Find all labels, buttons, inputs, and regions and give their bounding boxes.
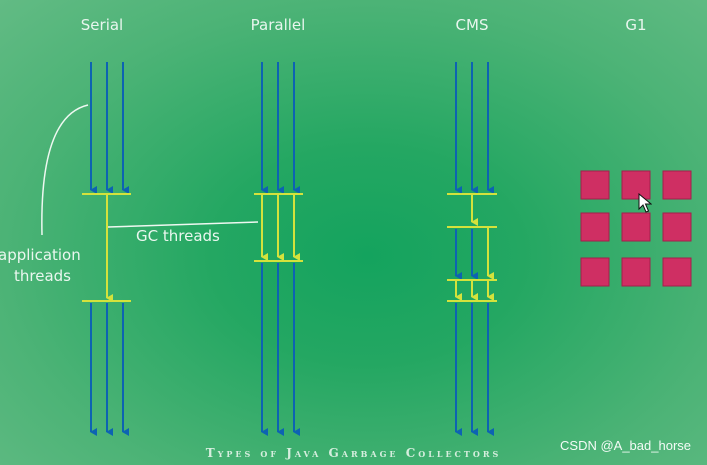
parallel-collector <box>254 62 303 436</box>
serial-title: Serial <box>80 16 124 34</box>
mouse-pointer-icon <box>638 193 652 213</box>
heap-region <box>662 170 692 200</box>
application-threads-pointer <box>41 104 89 236</box>
diagram-caption: Types of Java Garbage Collectors <box>205 446 502 460</box>
heap-region <box>621 170 651 200</box>
heap-region <box>662 212 692 242</box>
heap-region <box>621 212 651 242</box>
g1-title: G1 <box>625 16 647 34</box>
gc-threads-pointer <box>107 221 259 228</box>
application-threads-label-line2: threads <box>14 267 71 285</box>
parallel-title: Parallel <box>250 16 306 34</box>
g1-heap-regions <box>580 170 692 287</box>
application-threads-label-line1: application <box>0 246 81 264</box>
heap-region <box>580 170 610 200</box>
serial-collector <box>82 62 131 436</box>
cms-collector <box>447 62 497 436</box>
heap-region <box>580 212 610 242</box>
heap-region <box>621 257 651 287</box>
heap-region <box>580 257 610 287</box>
gc-threads-label: GC threads <box>136 227 220 245</box>
heap-region <box>662 257 692 287</box>
watermark: CSDN @A_bad_horse <box>560 438 691 453</box>
cms-title: CMS <box>455 16 489 34</box>
